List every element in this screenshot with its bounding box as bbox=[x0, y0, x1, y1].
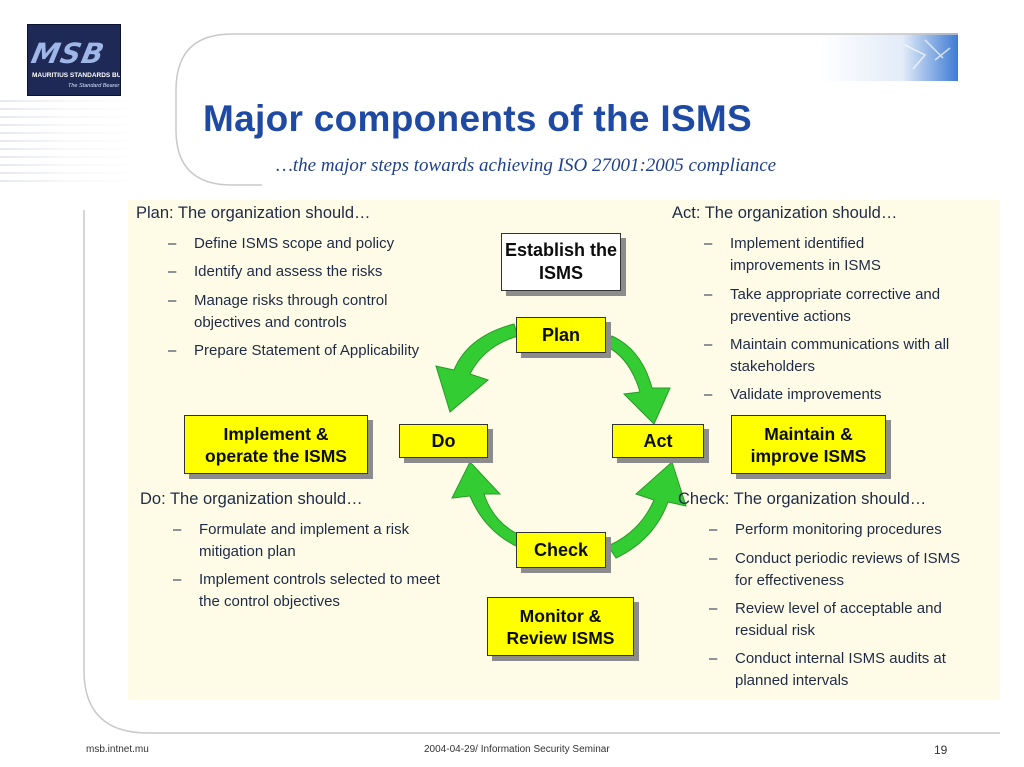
list-item: –Implement controls selected to meet the… bbox=[173, 571, 440, 610]
act-heading: Act: The organization should… bbox=[672, 204, 898, 222]
plan-heading: Plan: The organization should… bbox=[136, 204, 371, 222]
list-item: –Review level of acceptable and residual… bbox=[709, 600, 942, 639]
footer-event: 2004-04-29/ Information Security Seminar bbox=[424, 744, 610, 755]
list-item: –Manage risks through control objectives… bbox=[168, 292, 388, 331]
implement-box: Implement & operate the ISMS bbox=[184, 415, 368, 474]
list-item: –Maintain communications with all stakeh… bbox=[704, 336, 950, 375]
list-item: –Prepare Statement of Applicability bbox=[168, 342, 420, 359]
establish-isms-box: Establish the ISMS bbox=[501, 233, 621, 291]
list-item: –Perform monitoring procedures bbox=[709, 521, 942, 538]
list-item: –Define ISMS scope and policy bbox=[168, 235, 395, 252]
slide-title: Major components of the ISMS bbox=[203, 98, 753, 139]
list-item: –Implement identified improvements in IS… bbox=[704, 235, 881, 274]
act-box: Act bbox=[612, 424, 704, 458]
arrow-check-to-act bbox=[607, 461, 687, 559]
list-item: –Formulate and implement a risk mitigati… bbox=[173, 521, 410, 560]
list-item: –Conduct internal ISMS audits at planned… bbox=[709, 650, 946, 689]
check-heading: Check: The organization should… bbox=[678, 490, 927, 508]
logo-subtitle: MAURITIUS STANDARDS BUREAU bbox=[32, 72, 121, 79]
arrow-plan-to-do bbox=[435, 323, 519, 413]
footer-website: msb.intnet.mu bbox=[86, 744, 149, 755]
slide-subtitle: …the major steps towards achieving ISO 2… bbox=[276, 155, 777, 176]
list-item: –Validate improvements bbox=[704, 386, 882, 403]
list-item: –Take appropriate corrective and prevent… bbox=[704, 286, 941, 325]
arrow-act-to-plan bbox=[605, 335, 671, 425]
logo-tagline: The Standard Bearer bbox=[68, 83, 120, 89]
do-box: Do bbox=[399, 424, 488, 458]
monitor-box: Monitor & Review ISMS bbox=[487, 597, 634, 656]
list-item: –Identify and assess the risks bbox=[168, 263, 383, 280]
do-heading: Do: The organization should… bbox=[140, 490, 363, 508]
stripe-band bbox=[0, 100, 175, 182]
page-number: 19 bbox=[934, 743, 948, 757]
msb-logo: MSB MAURITIUS STANDARDS BUREAU The Stand… bbox=[27, 24, 121, 96]
check-box: Check bbox=[516, 532, 606, 568]
maintain-box: Maintain & improve ISMS bbox=[731, 415, 886, 474]
plan-box: Plan bbox=[516, 317, 606, 353]
banner-image bbox=[820, 33, 958, 81]
list-item: –Conduct periodic reviews of ISMS for ef… bbox=[709, 550, 961, 589]
arrow-do-to-check bbox=[451, 461, 523, 547]
